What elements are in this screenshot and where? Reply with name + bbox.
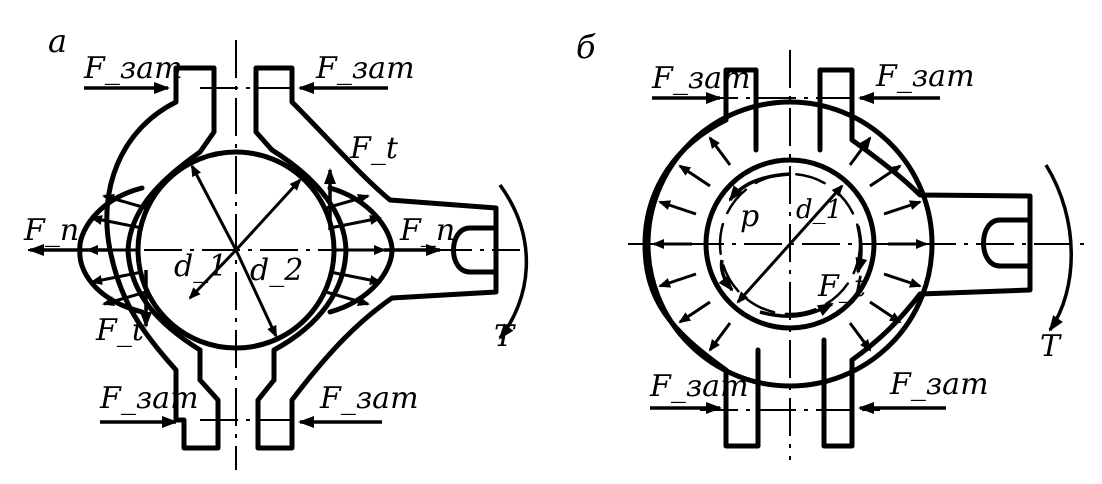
panel-b-ft-arrow-top	[728, 172, 791, 202]
panel-b-fzat-top-left-label: F_зат	[651, 61, 751, 96]
panel-b-torque-arrow	[1044, 164, 1073, 332]
panel-a-torque-label: T	[494, 319, 516, 354]
panel-b-fzat-bottom-left-label: F_зат	[649, 369, 749, 404]
panel-b-ft-arrow-bottom	[759, 302, 834, 318]
panel-a-fzat-top-left-label: F_зат	[83, 51, 183, 86]
panel-b-fzat-top-right-label: F_зат	[875, 59, 975, 94]
panel-a-d1-arrow-down	[188, 248, 238, 300]
panel-a-letter: a	[48, 22, 67, 60]
panel-b-outer-ring	[645, 99, 935, 389]
panel-b-p-label: p	[740, 199, 759, 234]
panel-a-left-pressure-arrows	[86, 193, 147, 307]
panel-a-lever-slot	[451, 225, 499, 275]
panel-b-letter: б	[576, 28, 596, 66]
panel-b: б	[576, 28, 1092, 460]
panel-a-right-pressure-arrows	[325, 193, 386, 307]
panel-b-pressure-arrows	[652, 136, 928, 352]
panel-b-ft-arrow-left	[718, 259, 734, 292]
panel-a-fn-left-label: F_n	[23, 213, 79, 248]
panel-a-clamp-body	[104, 65, 499, 451]
panel-a-fzat-bottom-left-label: F_зат	[99, 381, 199, 416]
panel-a-d2-arrow-down	[234, 249, 278, 338]
panel-a: a	[23, 22, 528, 470]
panel-b-ft-arrow-right	[855, 225, 868, 274]
panel-b-shaft	[703, 157, 877, 331]
panel-a-torque-arrow	[498, 183, 528, 340]
panel-a-fzat-top-right-label: F_зат	[315, 51, 415, 86]
panel-a-ft-bottom-label: F_t	[95, 313, 145, 348]
panel-b-ft-label: F_t	[817, 269, 867, 304]
panel-b-fzat-bottom-right-label: F_зат	[889, 367, 989, 402]
panel-a-fn-right-label: F_n	[399, 213, 455, 248]
panel-a-fzat-bottom-right-label: F_зат	[319, 381, 419, 416]
panel-b-lever-slot	[981, 217, 1033, 269]
panel-a-d1-label: d_1	[174, 249, 227, 284]
panel-a-d2-arrow-up	[234, 178, 302, 252]
panel-a-d1-arrow-up	[190, 164, 238, 251]
panel-b-torque-label: T	[1040, 329, 1062, 364]
panel-b-d1-arrow-up	[788, 184, 844, 246]
panel-b-d1-label: d_1	[796, 195, 842, 225]
panel-b-d1-arrow-down	[736, 242, 792, 304]
panel-a-ft-top-label: F_t	[349, 131, 399, 166]
panel-a-d2-label: d_2	[250, 253, 303, 288]
panel-b-right-jaw	[817, 67, 1033, 449]
